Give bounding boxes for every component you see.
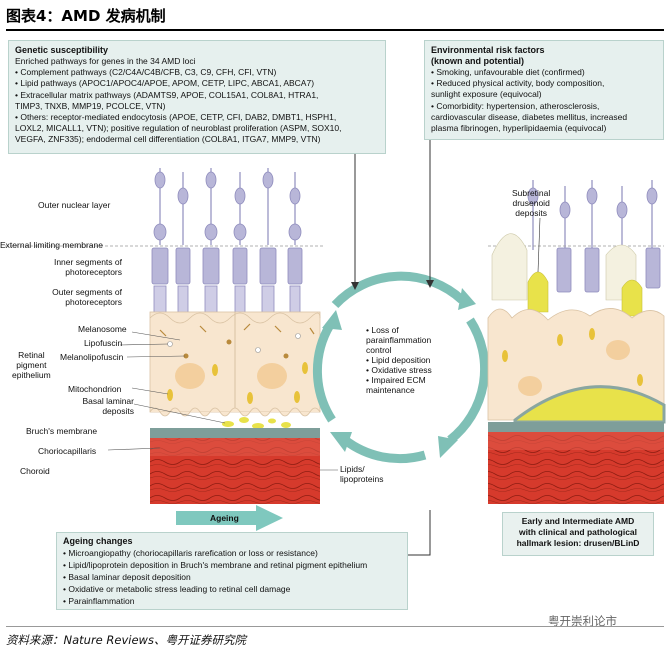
genetic-line: VEGFA, ZNF335); endodermal cell differen… [15,134,321,145]
label-outer-segments-line1: Outer segments of [52,287,122,297]
label-rpe: Retinal pigment epithelium [12,350,51,380]
label-subretinal-deposits: Subretinal drusenoid deposits [512,188,550,218]
page-title: 图表4：AMD 发病机制 [6,7,166,25]
label-choriocapillaris: Choriocapillaris [38,446,97,456]
label-inner-segments-line2: photoreceptors [65,267,122,277]
env-line: cardiovascular disease, diabetes mellitu… [431,111,628,122]
ageing-line: • Parainflammation [63,596,135,606]
label-basal-laminar-line2: deposits [102,406,134,416]
label-rpe-line3: epithelium [12,370,51,380]
label-basal-laminar-line1: Basal laminar [82,396,135,406]
cycle-item: • Loss of [366,325,399,335]
label-subretinal-line2: drusenoid [512,198,550,208]
outer-segments [153,285,301,317]
label-choroid: Choroid [20,466,50,476]
label-external-limiting-membrane: External limiting membrane [0,240,103,250]
genetic-line: • Lipid pathways (APOC1/APOC4/APOE, APOM… [15,78,315,89]
amd-line: Early and Intermediate AMD [521,516,635,526]
genetic-line: Enriched pathways for genes in the 34 AM… [15,56,196,66]
label-subretinal-line3: deposits [515,208,547,218]
label-ageing-arrow: Ageing [210,513,239,523]
genetic-line: TIMP3, TNXB, MMP19, PCOLCE, VTN) [15,100,166,111]
env-subheading: (known and potential) [431,56,524,66]
genetic-line: • Others: receptor-mediated endocytosis … [15,112,337,123]
label-lipids: Lipids/ lipoproteins [340,464,383,484]
label-rpe-line1: Retinal [18,350,45,360]
cycle-item: maintenance [366,385,415,395]
label-subretinal-line1: Subretinal [512,188,551,198]
rpe-layer [149,311,321,417]
ageing-heading: Ageing changes [63,536,133,546]
label-melanosome: Melanosome [78,324,127,334]
footer-divider [6,626,664,627]
env-line: plasma fibrinogen, hyperlipidaemia (equi… [431,123,607,134]
left-retina-section [5,168,325,504]
amd-line: with clinical and pathological [518,527,638,537]
label-basal-laminar: Basal laminar deposits [40,396,135,416]
ageing-line: • Lipid/lipoprotein deposition in Bruch'… [63,560,368,570]
cycle-item: control [366,345,392,355]
cycle-arrowheads [322,288,476,458]
env-heading: Environmental risk factors [431,45,545,55]
env-line: • Smoking, unfavourable diet (confirmed) [431,67,585,77]
pathogenesis-cycle [312,271,490,464]
genetic-heading: Genetic susceptibility [15,45,109,55]
genetic-line: LOXL2, MICALL1, VTN); positive regulatio… [15,123,342,134]
label-bruchs-membrane: Bruch's membrane [26,426,98,436]
bruchs-membrane [150,428,320,438]
genetic-susceptibility-box: Genetic susceptibility Enriched pathways… [8,40,386,154]
env-line: • Reduced physical activity, body compos… [431,78,605,89]
label-pointers [107,331,338,471]
label-melanolipofuscin: Melanolipofuscin [60,352,124,362]
right-retina-section [487,180,666,504]
cycle-item: parainflammation [366,335,432,345]
label-mitochondrion: Mitochondrion [68,384,122,394]
env-line: sunlight exposure (equivocal) [431,89,542,100]
ageing-line: • Basal laminar deposit deposition [63,572,191,582]
basal-laminar-deposits [222,417,291,429]
label-rpe-line2: pigment [16,360,47,370]
genetic-line: • Complement pathways (C2/C4A/C4B/CFB, C… [15,67,277,78]
environmental-risk-box: Environmental risk factors (known and po… [424,40,664,140]
source-footer: 资料来源：Nature Reviews、粤开证券研究院 [6,633,246,647]
ageing-arrow [176,505,283,531]
cycle-text: • Loss of parainflammation control • Lip… [366,325,432,395]
label-outer-segments-line2: photoreceptors [65,297,122,307]
ageing-line: • Microangiopathy (choriocapillaris rare… [63,548,318,558]
choroid [150,438,320,504]
photoreceptor-nuclei [153,171,302,241]
cycle-item: • Lipid deposition [366,355,431,365]
label-lipids-line1: Lipids/ [340,464,365,474]
cycle-item: • Oxidative stress [366,365,432,375]
label-inner-segments-line1: Inner segments of [53,257,122,267]
ageing-line: • Oxidative or metabolic stress leading … [63,584,291,594]
label-lipofuscin: Lipofuscin [84,338,123,348]
cycle-item: • Impaired ECM [366,375,426,385]
watermark: 粤开崇利论市 [548,614,617,628]
connector-lines [354,140,431,556]
inner-segments [151,247,303,285]
title-divider [6,29,664,31]
label-outer-nuclear-layer: Outer nuclear layer [38,200,111,210]
drusen [513,385,666,424]
genetic-line: • Extracellular matrix pathways (ADAMTS9… [15,89,319,100]
label-lipids-line2: lipoproteins [340,474,384,484]
amd-line: hallmark lesion: drusen/BLinD [516,538,640,548]
env-line: • Comorbidity: hypertension, atheroscler… [431,100,600,111]
amd-hallmark-box: Early and Intermediate AMD with clinical… [502,512,654,556]
label-inner-segments: Inner segments of photoreceptors [8,257,122,277]
ageing-changes-box: Ageing changes • Microangiopathy (chorio… [56,532,408,610]
label-outer-segments: Outer segments of photoreceptors [8,287,122,307]
photoreceptor-stalks [159,168,296,245]
